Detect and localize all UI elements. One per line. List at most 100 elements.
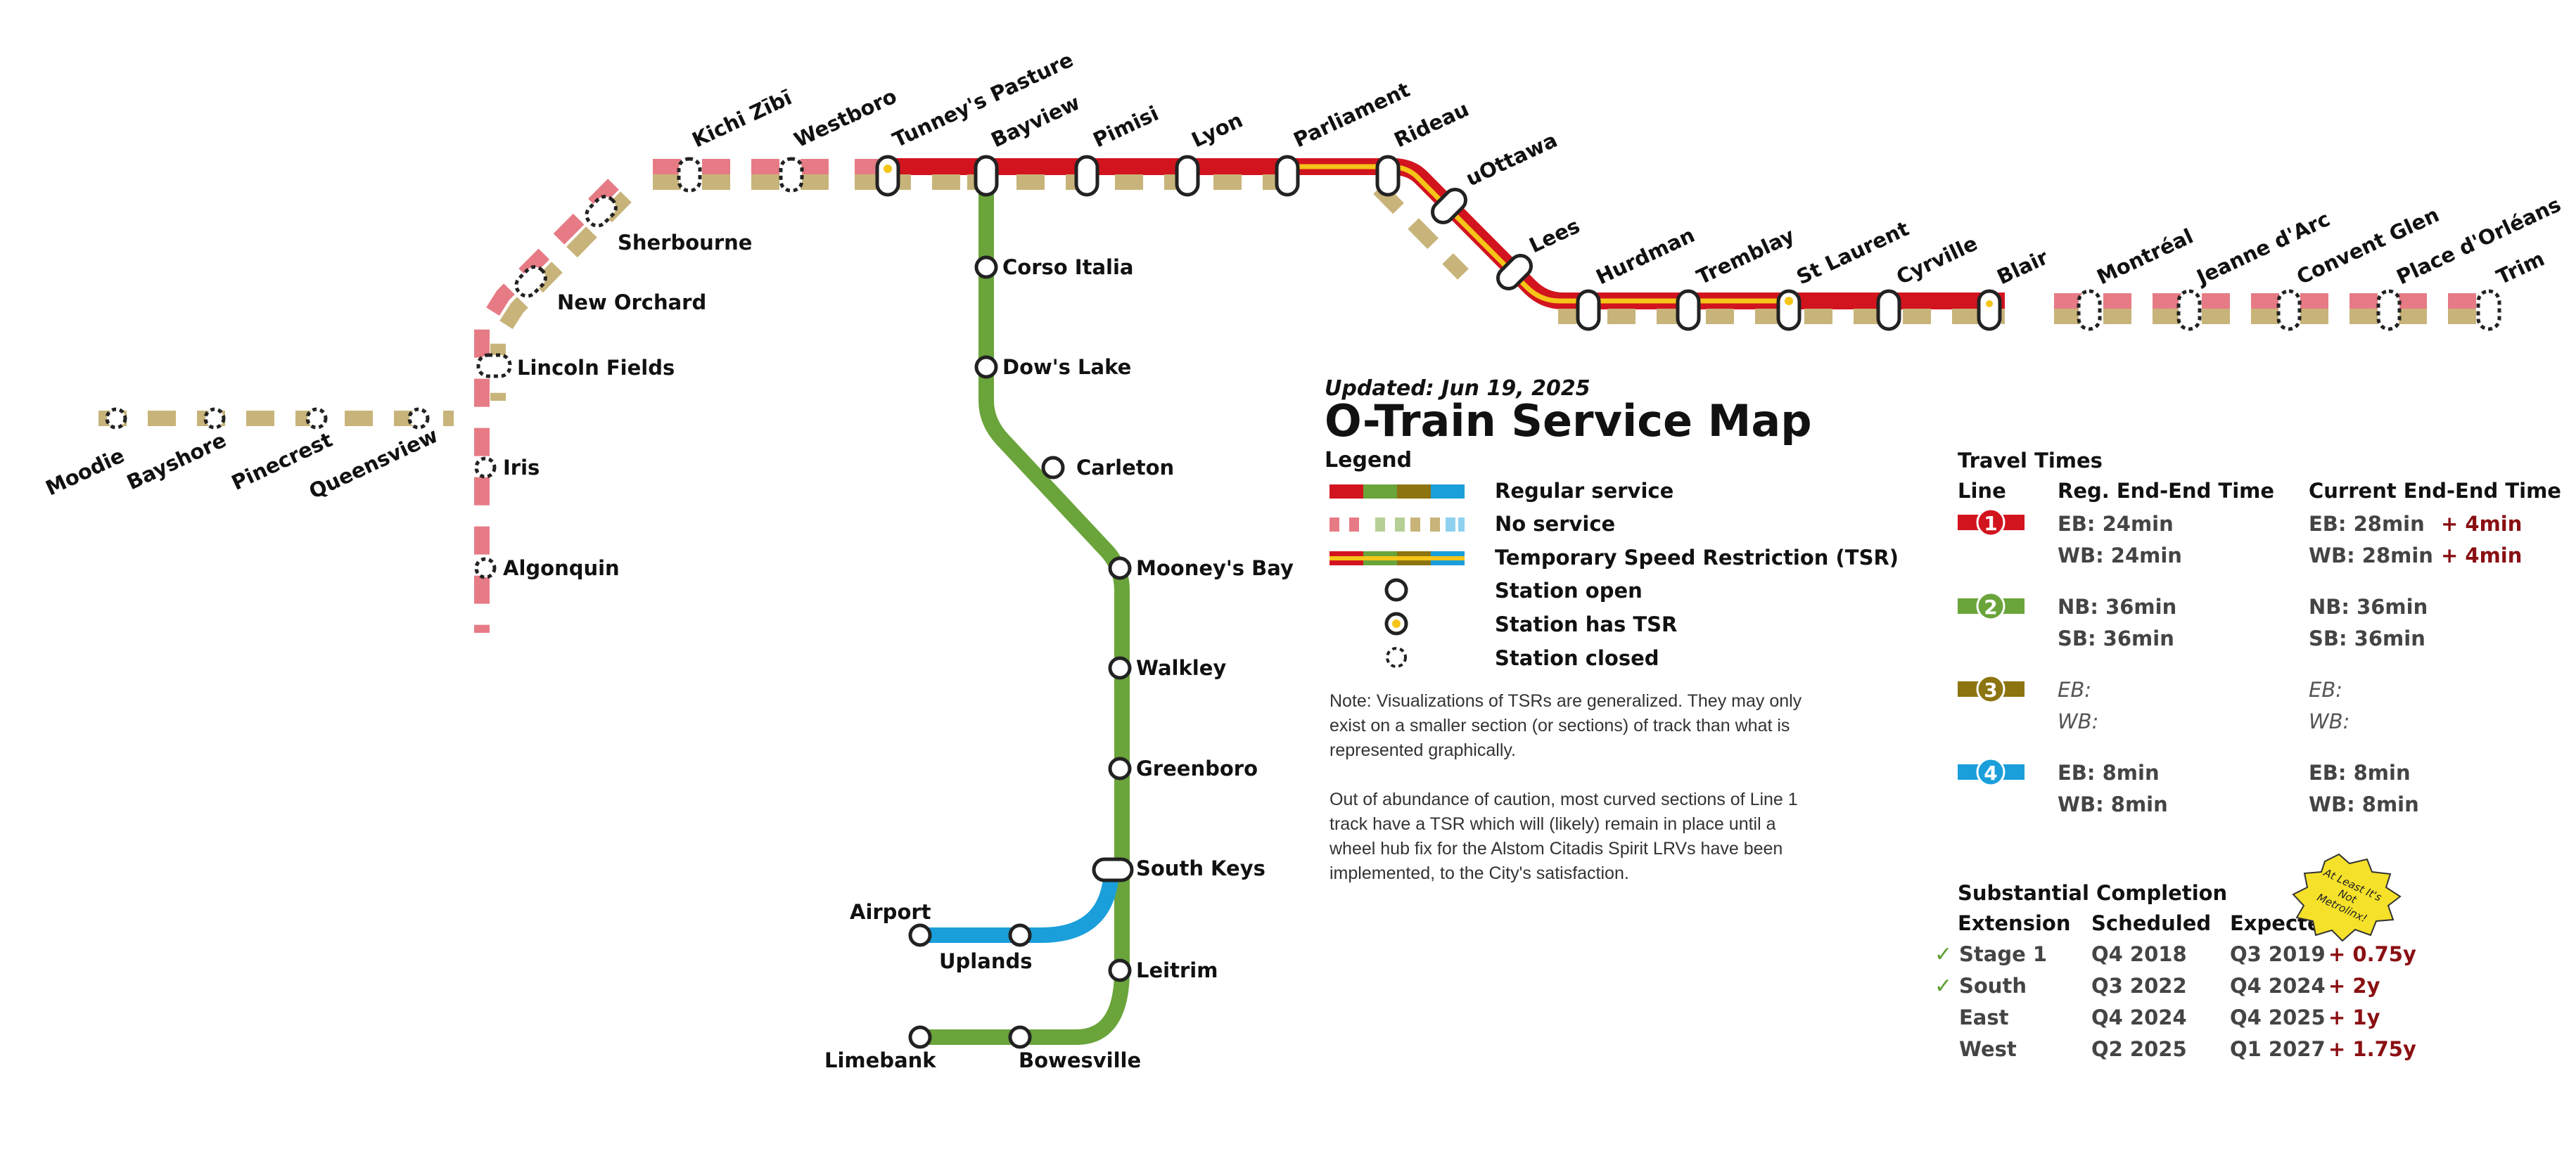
row-stage1-delay: + 0.75y: [2328, 942, 2416, 966]
station-airport-marker[interactable]: [908, 923, 932, 947]
station-lees-marker[interactable]: [1493, 251, 1535, 293]
station-jeanne-darc-marker[interactable]: [2176, 289, 2202, 331]
travel-times-table: Travel Times Line Reg. End-End Time Curr…: [1958, 449, 2561, 816]
station-queensview-marker[interactable]: [407, 407, 430, 430]
station-westboro-marker[interactable]: [779, 157, 804, 193]
title-block: Updated: Jun 19, 2025 O-Train Service Ma…: [1325, 376, 1812, 473]
label-westboro: Westboro: [791, 84, 900, 152]
station-bowesville-marker[interactable]: [1008, 1025, 1032, 1049]
note1-line3: represented graphically.: [1330, 740, 1516, 760]
row1-cur-wb: WB: 28min: [2309, 544, 2433, 567]
row-west-delay: + 1.75y: [2328, 1037, 2416, 1061]
legend-heading: Legend: [1325, 448, 1412, 473]
legend-swatch-no-service: [1330, 518, 1465, 532]
note1-line1: Note: Visualizations of TSRs are general…: [1330, 691, 1802, 711]
station-walkley-marker[interactable]: [1108, 656, 1132, 680]
station-corso-italia-marker[interactable]: [974, 255, 998, 279]
station-bayview-marker[interactable]: [974, 155, 999, 197]
station-blair-marker[interactable]: [1977, 289, 2002, 331]
station-lyon-marker[interactable]: [1175, 155, 1200, 197]
station-montreal-marker[interactable]: [2077, 289, 2102, 331]
row1-reg-wb: WB: 24min: [2058, 544, 2182, 567]
station-rideau-marker[interactable]: [1375, 155, 1401, 197]
legend-tsr-label: Temporary Speed Restriction (TSR): [1495, 546, 1899, 570]
row4-cur-wb: WB: 8min: [2309, 792, 2419, 816]
legend: Regular service No service Temporary Spe…: [1329, 479, 1899, 883]
station-algonquin-marker[interactable]: [474, 557, 497, 579]
label-south-keys: South Keys: [1136, 856, 1265, 880]
row-west-sched: Q2 2025: [2091, 1037, 2187, 1061]
label-algonquin: Algonquin: [503, 556, 620, 580]
label-uottawa: uOttawa: [1462, 128, 1561, 191]
station-bayshore-marker[interactable]: [203, 407, 226, 430]
station-carleton-marker[interactable]: [1041, 456, 1065, 480]
row-stage1-exp: Q3 2019: [2230, 942, 2326, 966]
svg-text:1: 1: [1984, 512, 1997, 535]
row-south-exp: Q4 2024: [2230, 974, 2326, 998]
label-greenboro: Greenboro: [1136, 757, 1258, 780]
station-leitrim-marker[interactable]: [1108, 958, 1132, 982]
row-stage1-check-icon: ✓: [1934, 942, 1952, 967]
label-sherbourne: Sherbourne: [618, 231, 752, 255]
line1-east-no-service: [2054, 293, 2490, 324]
station-lincoln-fields-marker[interactable]: [476, 353, 512, 378]
station-sherbourne-marker[interactable]: [582, 193, 620, 230]
label-leitrim: Leitrim: [1136, 958, 1218, 982]
row3-cur-wb: WB:: [2309, 709, 2349, 733]
row2-reg-nb: NB: 36min: [2058, 595, 2176, 619]
row-south-ext: South: [1959, 974, 2027, 998]
label-lincoln-fields: Lincoln Fields: [517, 356, 675, 380]
station-cyrville-marker[interactable]: [1876, 289, 1901, 331]
line4-badge-icon: 4: [1958, 757, 2025, 787]
row2-reg-sb: SB: 36min: [2058, 627, 2174, 650]
legend-station-closed-label: Station closed: [1495, 646, 1659, 670]
legend-station-tsr-label: Station has TSR: [1495, 612, 1677, 636]
station-new-orchard-marker[interactable]: [512, 263, 549, 300]
col-cur-header: Current End-End Time: [2309, 479, 2561, 503]
row4-cur-eb: EB: 8min: [2309, 761, 2411, 785]
label-corso-italia: Corso Italia: [1002, 255, 1133, 279]
station-iris-marker[interactable]: [474, 456, 497, 479]
station-parliament-marker[interactable]: [1275, 155, 1300, 197]
legend-regular-label: Regular service: [1495, 479, 1673, 503]
label-place-dorleans: Place d'Orléans: [2393, 192, 2565, 289]
svg-text:2: 2: [1984, 596, 1997, 619]
row2-cur-nb: NB: 36min: [2309, 595, 2428, 619]
station-pimisi-marker[interactable]: [1074, 155, 1099, 197]
station-kichi-zibi-marker[interactable]: [677, 157, 702, 193]
station-uottawa-marker[interactable]: [1428, 185, 1469, 226]
label-lees: Lees: [1526, 214, 1583, 258]
svg-text:4: 4: [1984, 762, 1997, 785]
station-moodie-marker[interactable]: [105, 407, 127, 430]
tsr-dot-blair: [1986, 300, 1993, 307]
note2-line4: implemented, to the City's satisfaction.: [1330, 863, 1629, 883]
row-east-sched: Q4 2024: [2091, 1005, 2187, 1029]
station-convent-glen-marker[interactable]: [2276, 289, 2302, 331]
note2-line1: Out of abundance of caution, most curved…: [1330, 790, 1798, 809]
row1-delay-wb: + 4min: [2441, 544, 2522, 567]
station-south-keys-marker[interactable]: [1092, 857, 1134, 882]
legend-tsr-dot-icon: [1392, 619, 1401, 628]
station-greenboro-marker[interactable]: [1108, 757, 1132, 780]
label-pimisi: Pimisi: [1090, 101, 1163, 152]
station-st-laurent-marker[interactable]: [1776, 289, 1802, 331]
station-trim-marker[interactable]: [2476, 289, 2501, 331]
label-limebank: Limebank: [824, 1048, 936, 1072]
station-mooneys-bay-marker[interactable]: [1108, 556, 1132, 580]
legend-swatch-regular: [1330, 484, 1465, 499]
label-tremblay: Tremblay: [1693, 223, 1799, 289]
station-pinecrest-marker[interactable]: [305, 407, 328, 430]
line3-badge-icon: 3: [1958, 674, 2025, 704]
station-dows-lake-marker[interactable]: [974, 355, 998, 379]
station-tremblay-marker[interactable]: [1676, 289, 1701, 331]
station-place-dorleans-marker[interactable]: [2376, 289, 2402, 331]
legend-station-open-label: Station open: [1495, 579, 1643, 603]
station-limebank-marker[interactable]: [908, 1025, 932, 1049]
row1-reg-eb: EB: 24min: [2058, 512, 2174, 536]
row-stage1-ext: Stage 1: [1959, 942, 2047, 966]
label-kichi-zibi: Kichi Zībī: [689, 85, 796, 152]
station-tunneys-pasture-marker[interactable]: [875, 155, 900, 197]
station-uplands-marker[interactable]: [1008, 923, 1032, 947]
station-hurdman-marker[interactable]: [1576, 289, 1601, 331]
